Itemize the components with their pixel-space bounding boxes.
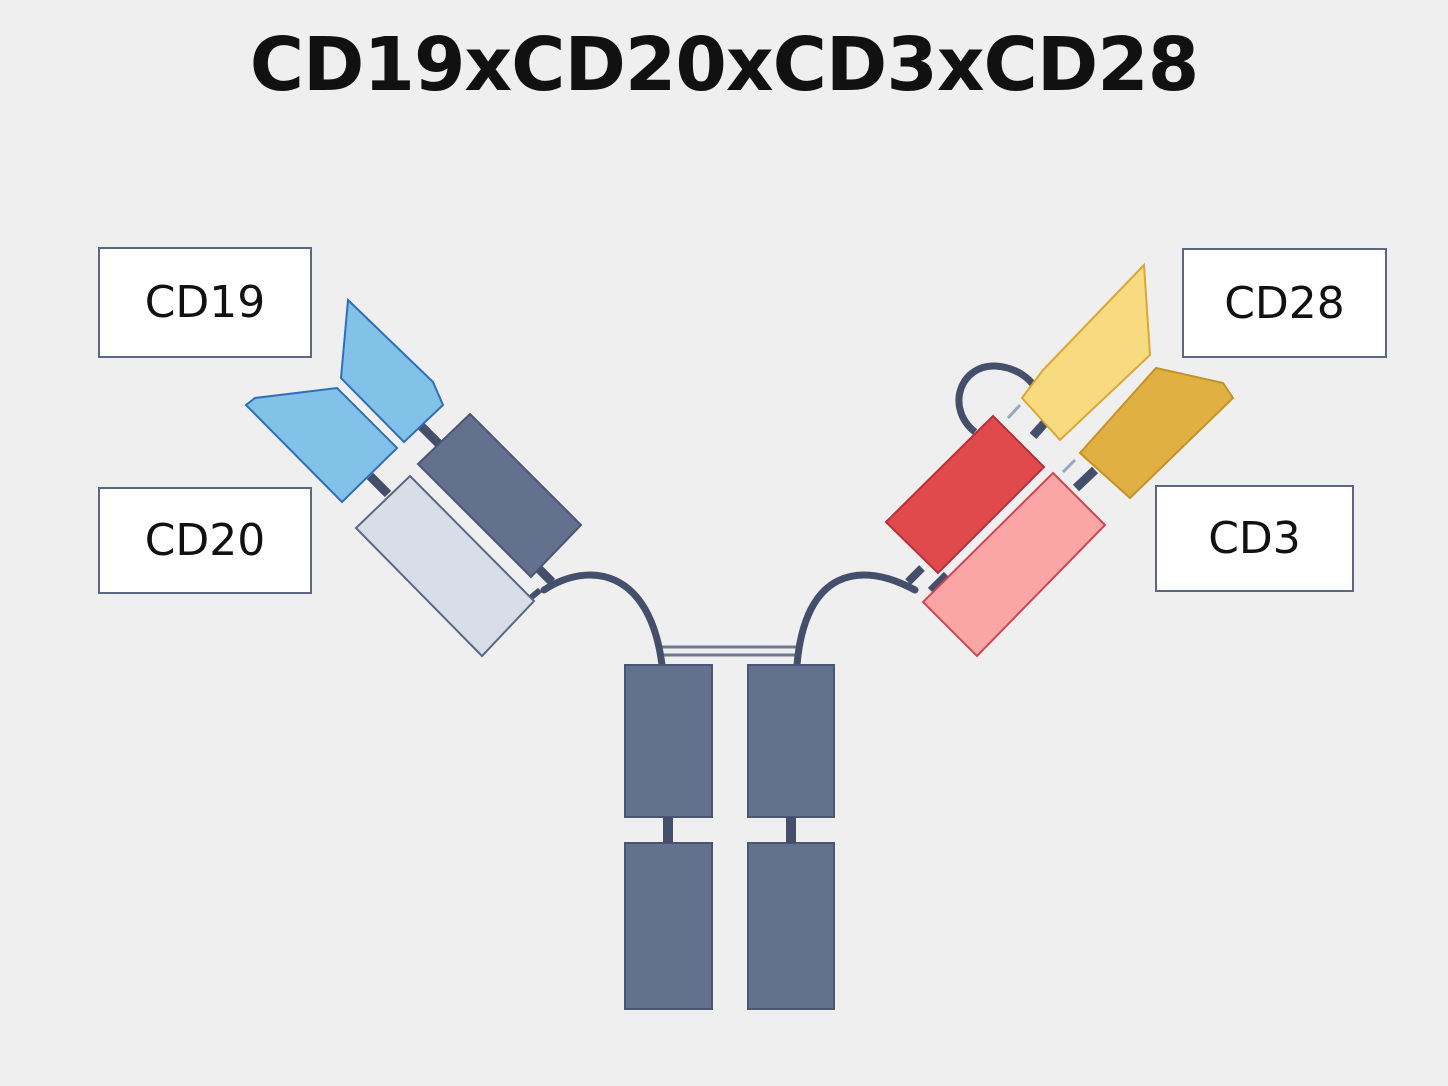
cd28-domain-lower [1078, 366, 1235, 500]
fc-ch2-right [747, 664, 835, 818]
fc-region [624, 664, 835, 1010]
fc-ch3-right [747, 842, 835, 1010]
cd3-domain-dark [884, 414, 1046, 575]
label-cd19-text: CD19 [144, 277, 266, 328]
cd3-domain-light [921, 471, 1107, 658]
label-cd28: CD28 [1182, 248, 1387, 358]
diagram-title: CD19xCD20xCD3xCD28 [249, 22, 1200, 108]
right-arm [884, 262, 1235, 658]
hinge-disulfide-lines [660, 645, 800, 657]
cd28-loop-linker [955, 362, 1039, 435]
label-cd28-text: CD28 [1224, 277, 1345, 329]
left-hinge-linker [540, 571, 666, 669]
fc-ch3-left [624, 842, 713, 1010]
cd19-domain-lower [244, 386, 399, 504]
cd28-domain-upper [1020, 262, 1152, 442]
label-cd19: CD19 [98, 247, 312, 358]
label-cd3: CD3 [1155, 485, 1354, 592]
label-cd20: CD20 [98, 487, 312, 594]
label-cd20-text: CD20 [144, 515, 266, 566]
left-heavy-domain [416, 412, 583, 579]
left-arm [244, 297, 583, 658]
label-cd3-text: CD3 [1208, 513, 1301, 564]
cd20-domain [354, 474, 536, 658]
fc-ch2-left [624, 664, 713, 818]
right-hinge-linker [793, 571, 919, 669]
cd19-domain-upper [339, 297, 445, 444]
